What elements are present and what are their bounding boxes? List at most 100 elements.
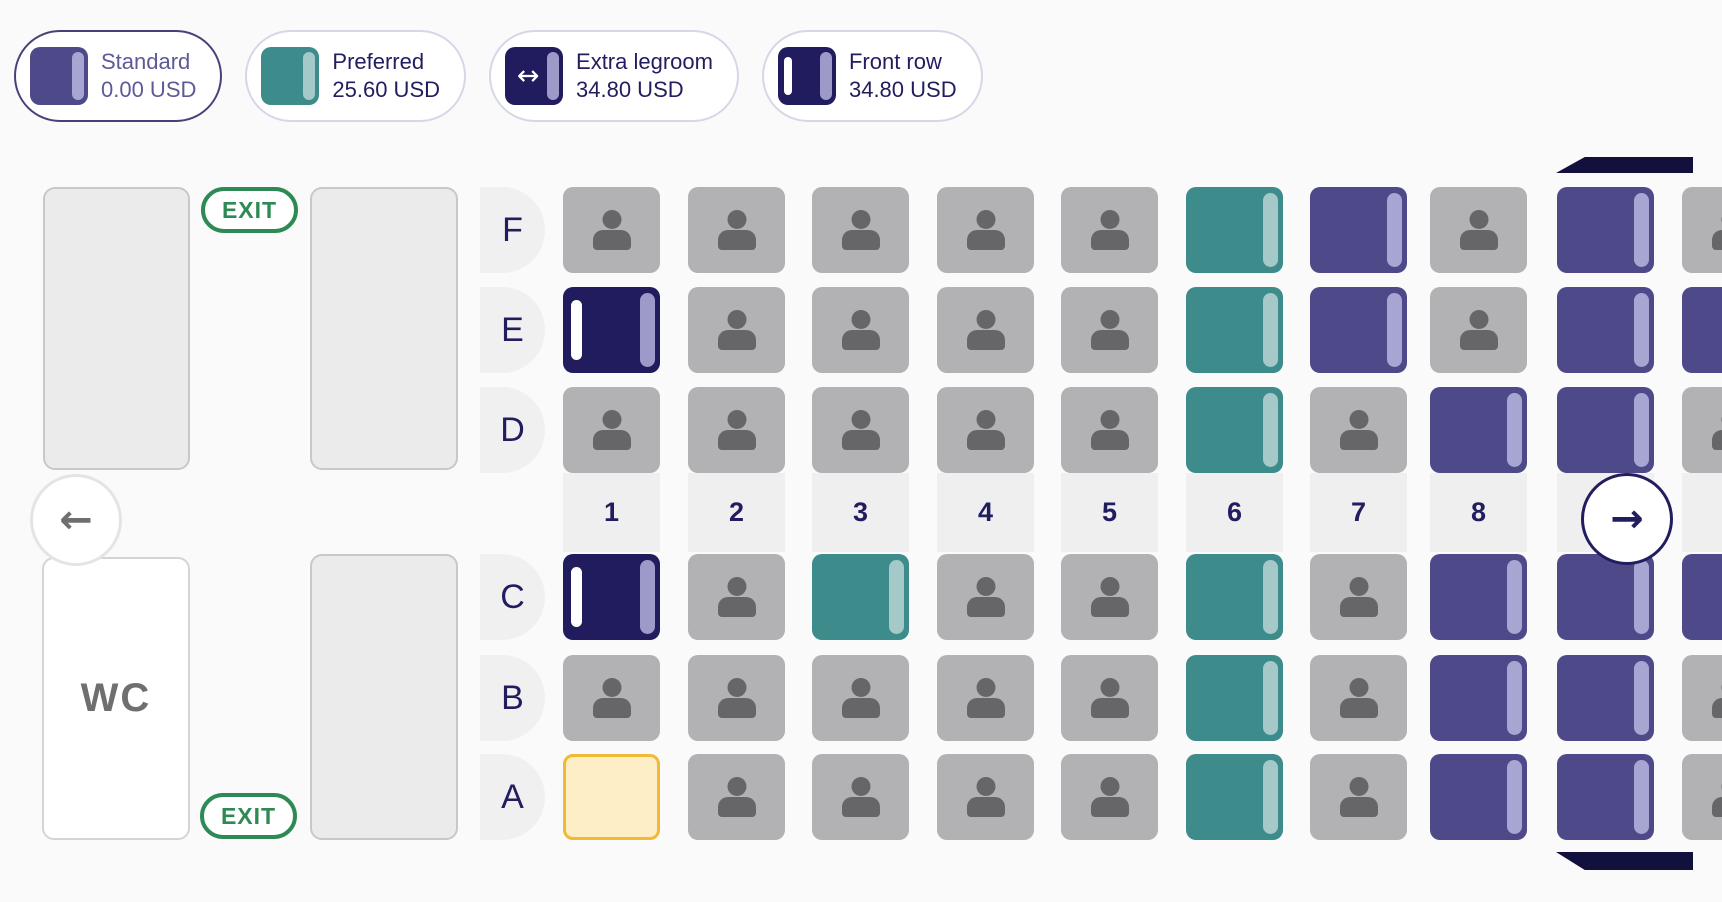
legend-extra-legroom-button[interactable]: ↔ Extra legroom 34.80 USD [489, 30, 739, 122]
seat-A1-selected[interactable] [563, 754, 660, 840]
seat-A8[interactable] [1430, 754, 1527, 840]
occupied-person-icon [966, 577, 1006, 617]
seat-A6[interactable] [1186, 754, 1283, 840]
seat-E10[interactable] [1682, 287, 1722, 373]
legend-standard-button[interactable]: Standard 0.00 USD [14, 30, 223, 122]
seat-D9[interactable] [1557, 387, 1654, 473]
occupied-person-icon [1090, 210, 1130, 250]
occupied-person-icon [717, 678, 757, 718]
seat-F7[interactable] [1310, 187, 1407, 273]
occupied-person-icon [717, 310, 757, 350]
legend-front-row-label: Front row [848, 48, 942, 74]
seat-E3 [812, 287, 909, 373]
occupied-person-icon [1711, 410, 1722, 450]
seat-F6[interactable] [1186, 187, 1283, 273]
seat-C1[interactable] [563, 554, 660, 640]
occupied-person-icon [1090, 410, 1130, 450]
seat-F4 [937, 187, 1034, 273]
seat-D7 [1310, 387, 1407, 473]
column-band-10 [1682, 473, 1722, 552]
occupied-person-icon [1711, 678, 1722, 718]
occupied-person-icon [841, 310, 881, 350]
column-band-2: 2 [688, 473, 785, 552]
exit-badge-top: EXIT [201, 187, 298, 233]
seat-E8 [1430, 287, 1527, 373]
seat-C9[interactable] [1557, 554, 1654, 640]
occupied-person-icon [966, 210, 1006, 250]
seat-C6[interactable] [1186, 554, 1283, 640]
seat-E5 [1061, 287, 1158, 373]
occupied-person-icon [1090, 310, 1130, 350]
seat-D8[interactable] [1430, 387, 1527, 473]
preferred-seat-icon [261, 47, 320, 105]
galley-box-top-right [310, 187, 458, 470]
seat-B5 [1061, 655, 1158, 741]
occupied-person-icon [1711, 777, 1722, 817]
seat-D6[interactable] [1186, 387, 1283, 473]
seat-A3 [812, 754, 909, 840]
occupied-person-icon [841, 410, 881, 450]
seat-A7 [1310, 754, 1407, 840]
right-arrow-icon: → [1610, 496, 1644, 542]
occupied-person-icon [966, 777, 1006, 817]
seat-B2 [688, 655, 785, 741]
legend-preferred-button[interactable]: Preferred 25.60 USD [245, 30, 467, 122]
seat-E2 [688, 287, 785, 373]
seat-C8[interactable] [1430, 554, 1527, 640]
seat-D10 [1682, 387, 1722, 473]
column-number: 6 [1226, 497, 1243, 527]
seat-B7 [1310, 655, 1407, 741]
seat-C2 [688, 554, 785, 640]
row-label-C: C [480, 554, 545, 640]
wc-label: WC [80, 676, 152, 720]
column-number: 5 [1101, 497, 1118, 527]
column-number: 8 [1470, 497, 1487, 527]
occupied-person-icon [717, 410, 757, 450]
seat-D3 [812, 387, 909, 473]
seat-E1[interactable] [563, 287, 660, 373]
seat-B3 [812, 655, 909, 741]
column-band-8: 8 [1430, 473, 1527, 552]
seat-B8[interactable] [1430, 655, 1527, 741]
seat-E9[interactable] [1557, 287, 1654, 373]
occupied-person-icon [841, 678, 881, 718]
occupied-person-icon [1339, 678, 1379, 718]
occupied-person-icon [592, 678, 632, 718]
standard-seat-icon [30, 47, 88, 105]
row-label-F: F [480, 187, 545, 273]
seat-A9[interactable] [1557, 754, 1654, 840]
occupied-person-icon [1339, 777, 1379, 817]
seat-E7[interactable] [1310, 287, 1407, 373]
legend-front-row-button[interactable]: Front row 34.80 USD [761, 30, 983, 122]
occupied-person-icon [1090, 678, 1130, 718]
seat-C10[interactable] [1682, 554, 1722, 640]
seat-type-legend: Standard 0.00 USD Preferred 25.60 USD ↔ … [14, 30, 983, 122]
row-label-D: D [480, 387, 545, 473]
legend-extra-legroom-label: Extra legroom [576, 48, 713, 74]
seat-C4 [937, 554, 1034, 640]
lavatory-box: WC [42, 557, 190, 840]
row-label-E: E [480, 287, 545, 373]
seat-C7 [1310, 554, 1407, 640]
extra-legroom-seat-icon: ↔ [505, 47, 564, 105]
occupied-person-icon [1090, 577, 1130, 617]
seat-B9[interactable] [1557, 655, 1654, 741]
seat-C3[interactable] [812, 554, 909, 640]
seat-A10 [1682, 754, 1722, 840]
seat-F3 [812, 187, 909, 273]
seat-F8 [1430, 187, 1527, 273]
occupied-person-icon [592, 410, 632, 450]
column-number: 2 [728, 497, 745, 527]
seat-E6[interactable] [1186, 287, 1283, 373]
column-band-3: 3 [812, 473, 909, 552]
column-number: 1 [603, 497, 620, 527]
seat-B6[interactable] [1186, 655, 1283, 741]
seat-B4 [937, 655, 1034, 741]
legend-preferred-price: 25.60 USD [332, 77, 441, 102]
next-page-button[interactable]: → [1581, 473, 1673, 565]
legend-preferred-label: Preferred [332, 48, 425, 74]
legend-standard-price: 0.00 USD [101, 77, 197, 102]
occupied-person-icon [1711, 210, 1722, 250]
seat-F9[interactable] [1557, 187, 1654, 273]
previous-page-button[interactable]: ← [30, 474, 122, 566]
